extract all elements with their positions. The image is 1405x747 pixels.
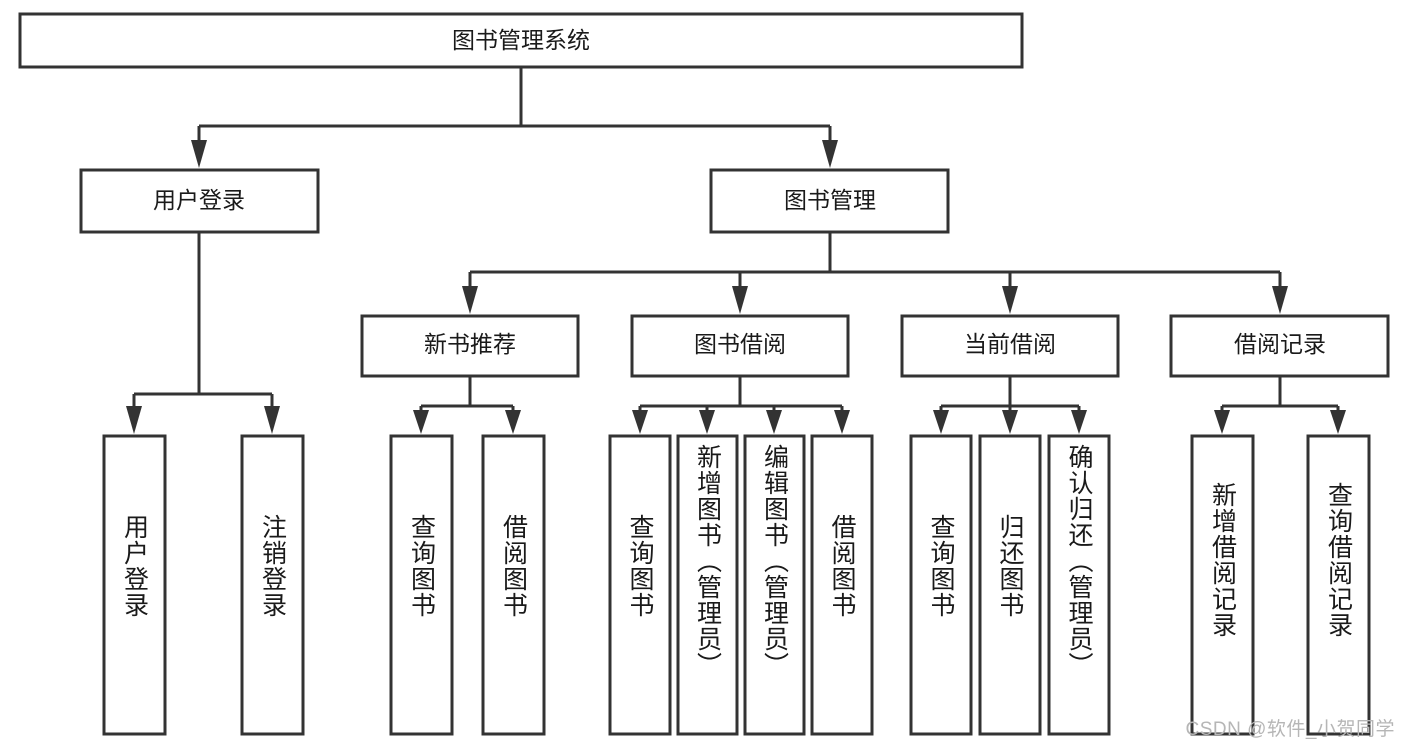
node-borrow-record-box[interactable]	[1169, 314, 1390, 378]
leaf-logout-login-label: 注销登录	[258, 514, 287, 618]
leaf-query-book-3[interactable]: 查询图书	[911, 436, 971, 734]
node-book-manage[interactable]: 图书管理	[709, 168, 950, 234]
leaf-user-login-label: 用户登录	[120, 514, 149, 618]
node-book-manage-label: 图书管理	[784, 187, 876, 213]
node-book-borrow-label: 图书借阅	[694, 331, 786, 357]
node-book-borrow[interactable]: 图书借阅	[630, 314, 850, 378]
csdn-watermark: CSDN @软件_小贺同学	[1185, 719, 1395, 740]
arrowhead-book-manage	[822, 140, 838, 168]
leaf-add-book[interactable]: 新增图书（管理员）	[678, 436, 737, 734]
leaf-logout-login[interactable]: 注销登录	[242, 436, 303, 734]
node-new-book-recommend-label: 新书推荐	[424, 331, 516, 357]
node-new-book-recommend-box[interactable]	[360, 314, 580, 378]
node-user-login-box[interactable]	[79, 168, 320, 234]
leaf-borrow-book-2[interactable]: 借阅图书	[812, 436, 872, 734]
node-root-label: 图书管理系统	[452, 27, 590, 53]
arrowhead-leaf-user-login	[126, 406, 142, 434]
arrowhead-leaf-borrow-book-1	[505, 410, 521, 434]
leaf-add-record-label: 新增借阅记录	[1208, 482, 1237, 638]
arrowhead-leaf-query-book-3	[933, 410, 949, 434]
leaf-query-book-2[interactable]: 查询图书	[610, 436, 670, 734]
leaf-borrow-book-1-label: 借阅图书	[499, 514, 528, 618]
arrowhead-borrow-record	[1272, 286, 1288, 314]
connectors-user-login-to-leaves	[126, 233, 280, 434]
arrowhead-leaf-add-record	[1214, 410, 1230, 434]
leaf-query-record-label: 查询借阅记录	[1324, 482, 1353, 638]
leaf-add-record[interactable]: 新增借阅记录	[1192, 436, 1253, 734]
connectors-current-borrow-to-leaves	[933, 376, 1087, 434]
leaf-return-book[interactable]: 归还图书	[980, 436, 1040, 734]
leaf-confirm-return[interactable]: 确认归还（管理员）	[1049, 436, 1109, 734]
connectors-borrow-record-to-leaves	[1214, 376, 1346, 434]
connectors-book-borrow-to-leaves	[632, 376, 850, 434]
leaf-add-book-box[interactable]	[676, 434, 739, 736]
leaf-return-book-box[interactable]	[978, 434, 1042, 736]
arrowhead-new-book-recommend	[462, 286, 478, 314]
leaf-user-login[interactable]: 用户登录	[104, 436, 165, 734]
leaf-borrow-book-2-label: 借阅图书	[828, 514, 856, 618]
leaf-borrow-book-1[interactable]: 借阅图书	[483, 436, 544, 734]
arrowhead-user-login	[191, 140, 207, 168]
node-user-login-label: 用户登录	[153, 187, 245, 213]
node-current-borrow-box[interactable]	[900, 314, 1120, 378]
node-root[interactable]: 图书管理系统	[18, 12, 1024, 69]
arrowhead-leaf-query-record	[1330, 410, 1346, 434]
node-borrow-record-label: 借阅记录	[1234, 331, 1326, 357]
leaf-query-book-3-box[interactable]	[909, 434, 973, 736]
leaf-user-login-box[interactable]	[102, 434, 167, 736]
arrowhead-leaf-borrow-book-2	[834, 410, 850, 434]
leaf-query-book-3-label: 查询图书	[927, 514, 955, 618]
leaf-edit-book[interactable]: 编辑图书（管理员）	[745, 436, 804, 734]
leaf-edit-book-box[interactable]	[743, 434, 806, 736]
node-root-box[interactable]	[18, 12, 1024, 69]
leaf-query-book-1-box[interactable]	[389, 434, 454, 736]
node-book-borrow-box[interactable]	[630, 314, 850, 378]
arrowhead-leaf-confirm-return	[1071, 410, 1087, 434]
arrowhead-leaf-edit-book	[766, 410, 782, 434]
leaf-add-book-label: 新增图书（管理员）	[693, 444, 722, 678]
arrowhead-leaf-logout-login	[264, 406, 280, 434]
leaf-borrow-book-2-box[interactable]	[810, 434, 874, 736]
leaf-confirm-return-label: 确认归还（管理员）	[1065, 444, 1093, 678]
leaf-add-record-box[interactable]	[1190, 434, 1255, 736]
node-current-borrow[interactable]: 当前借阅	[900, 314, 1120, 378]
node-user-login[interactable]: 用户登录	[79, 168, 320, 234]
arrowhead-leaf-return-book	[1002, 410, 1018, 434]
node-new-book-recommend[interactable]: 新书推荐	[360, 314, 580, 378]
arrowhead-book-borrow	[732, 286, 748, 314]
connectors-root-to-level2	[191, 68, 838, 168]
leaf-query-book-2-label: 查询图书	[626, 514, 654, 618]
arrowhead-leaf-query-book-1	[413, 410, 429, 434]
leaf-query-book-2-box[interactable]	[608, 434, 672, 736]
leaf-confirm-return-box[interactable]	[1047, 434, 1111, 736]
connectors-book-manage-to-level3	[462, 233, 1288, 314]
leaf-boxes	[102, 434, 1371, 736]
node-borrow-record[interactable]: 借阅记录	[1169, 314, 1390, 378]
leaf-edit-book-label: 编辑图书（管理员）	[760, 444, 789, 678]
leaf-query-record-box[interactable]	[1306, 434, 1371, 736]
node-current-borrow-label: 当前借阅	[964, 331, 1056, 357]
leaf-logout-login-box[interactable]	[240, 434, 305, 736]
node-book-manage-box[interactable]	[709, 168, 950, 234]
arrowhead-current-borrow	[1002, 286, 1018, 314]
leaf-borrow-book-1-box[interactable]	[481, 434, 546, 736]
leaf-query-record[interactable]: 查询借阅记录	[1308, 436, 1369, 734]
leaf-query-book-1[interactable]: 查询图书	[391, 436, 452, 734]
connectors-new-book-to-leaves	[413, 376, 521, 434]
leaf-query-book-1-label: 查询图书	[407, 514, 436, 618]
arrowhead-leaf-add-book	[699, 410, 715, 434]
arrowhead-leaf-query-book-2	[632, 410, 648, 434]
leaf-return-book-label: 归还图书	[996, 514, 1024, 618]
